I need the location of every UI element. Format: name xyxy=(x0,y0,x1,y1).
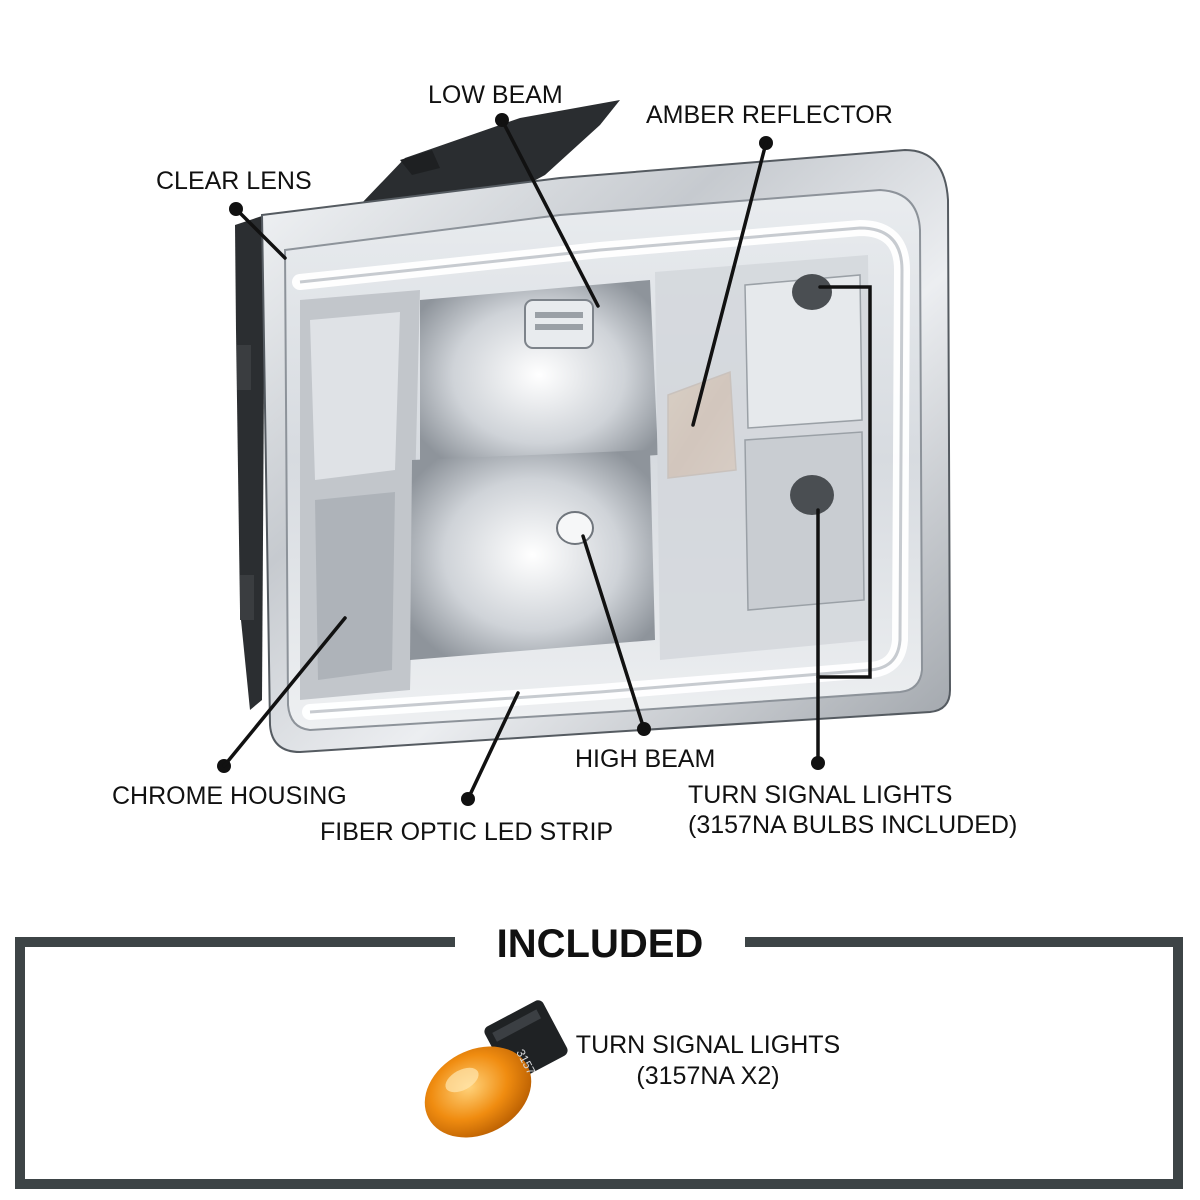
high-beam-leader xyxy=(581,534,646,731)
fiber-optic-label: FIBER OPTIC LED STRIP xyxy=(320,818,613,846)
turn-signal-label-line2: (3157NA BULBS INCLUDED) xyxy=(688,811,1017,839)
chrome-housing-label: CHROME HOUSING xyxy=(112,782,347,810)
amber-reflector-label: AMBER REFLECTOR xyxy=(646,101,893,129)
included-item-line2: (3157NA X2) xyxy=(636,1062,779,1090)
low-beam-label: LOW BEAM xyxy=(428,81,563,109)
clear-lens-label: CLEAR LENS xyxy=(156,167,312,195)
chrome-housing-leader xyxy=(222,616,347,768)
high-beam-reflector xyxy=(410,450,655,660)
headlight-assembly xyxy=(235,100,952,754)
fiber-optic-leader xyxy=(466,691,520,801)
low-beam-leader xyxy=(500,118,600,308)
high-beam-bulb xyxy=(556,511,594,545)
amber-reflector-leader xyxy=(691,141,768,427)
included-title: INCLUDED xyxy=(497,922,704,966)
included-item-line1: TURN SIGNAL LIGHTS xyxy=(576,1031,840,1059)
turn-signal-bulb-icon: 3157 xyxy=(424,1000,568,1138)
turn-signal-label-line1: TURN SIGNAL LIGHTS xyxy=(688,781,952,809)
turn-signal-bracket xyxy=(811,285,872,770)
turn-signal-bulb-lower xyxy=(790,475,834,515)
mounting-bracket xyxy=(360,100,620,215)
included-box: INCLUDED xyxy=(15,922,1183,1189)
clear-lens-leader xyxy=(234,207,287,260)
low-beam-reflector xyxy=(420,280,658,470)
high-beam-label: HIGH BEAM xyxy=(575,745,715,773)
turn-signal-bulb-upper xyxy=(792,274,832,310)
rear-housing xyxy=(235,215,265,710)
turn-signal-dot xyxy=(811,756,825,770)
